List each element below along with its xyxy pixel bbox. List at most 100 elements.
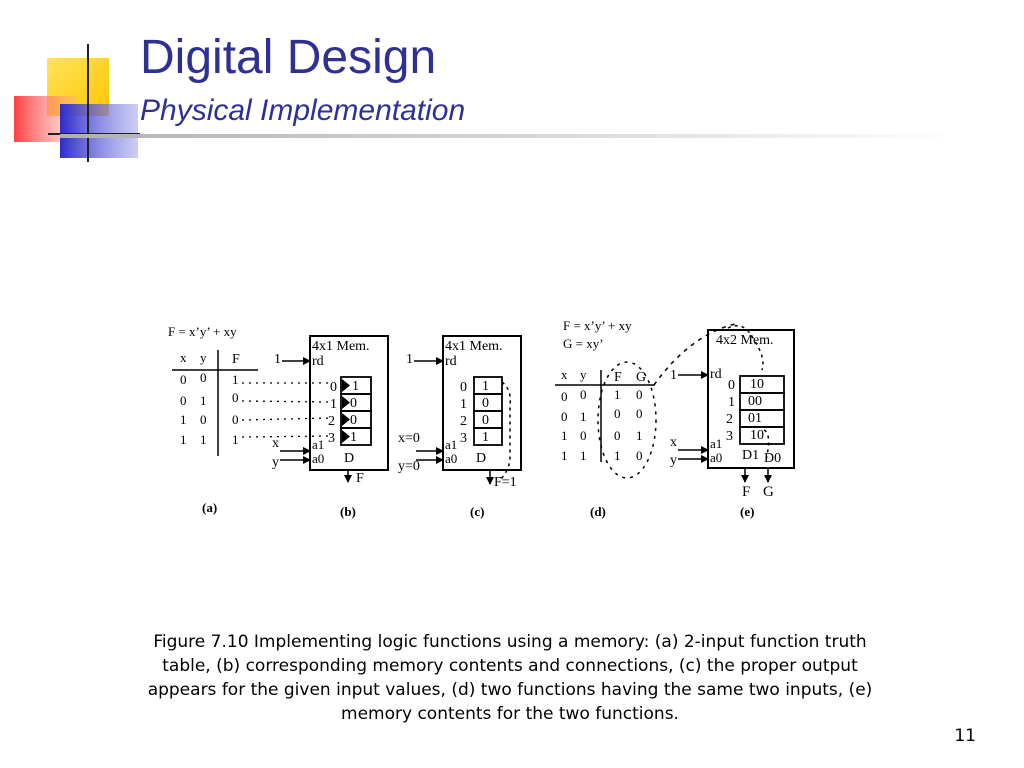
b-pointer-0 (342, 379, 350, 392)
d-row2-f: 0 (614, 428, 621, 443)
input-y-b: y (272, 455, 279, 470)
data-label-c: D (476, 451, 486, 466)
memory-box-c (442, 335, 522, 471)
panel-a-label: (a) (202, 500, 217, 515)
d-to-e-arc (653, 323, 736, 386)
a-row2-y: 0 (200, 412, 207, 427)
e-content-2: 01 (748, 411, 762, 426)
a-row3-y: 1 (200, 432, 207, 447)
rd-label-b: rd (312, 354, 324, 369)
c-content-3: 1 (482, 430, 489, 445)
d-row3-f: 1 (614, 448, 621, 463)
rd-value-e: 1 (670, 368, 677, 383)
b-addr-0: 0 (330, 380, 337, 395)
c-addr-1: 1 (460, 397, 467, 412)
panel-c-label: (c) (470, 504, 484, 519)
slide-subtitle: Physical Implementation (140, 94, 466, 127)
input-x-e: x (670, 435, 677, 450)
d-row2-x: 1 (561, 428, 568, 443)
mapping-dots (241, 382, 332, 438)
input-x-b: x (272, 436, 279, 451)
c-addr-3: 3 (460, 431, 467, 446)
col-header-x-d: x (561, 367, 568, 382)
a1-label-e: a1 (710, 436, 722, 451)
e-cell-1 (739, 392, 785, 411)
c-addr-0: 0 (460, 380, 467, 395)
memory-box-e (707, 329, 795, 469)
memory-title-c: 4x1 Mem. (445, 339, 503, 354)
memory-title-b: 4x1 Mem. (312, 339, 370, 354)
panel-b: 4x1 Mem. 1 rd 0 1 2 3 1 0 0 1 x y a1 a0 … (272, 335, 389, 519)
memory-implementation-figure: F = x’y’ + xy x y F 0 0 1 0 1 0 1 0 0 1 … (168, 318, 795, 519)
a-row1-x: 0 (180, 393, 187, 408)
d-row3-g: 0 (636, 448, 643, 463)
output-g-label: G (763, 484, 774, 500)
a-row3-f: 1 (232, 432, 239, 447)
col-header-f: F (232, 352, 240, 367)
col-header-y-d: y (580, 367, 587, 382)
figure-caption: Figure 7.10 Implementing logic functions… (147, 632, 873, 724)
col-header-x: x (180, 350, 187, 365)
slide-title: Digital Design (140, 31, 437, 84)
equation-a: F = x’y’ + xy (168, 324, 237, 339)
memory-title-e: 4x2 Mem. (716, 333, 774, 348)
d-row0-f: 1 (614, 387, 621, 402)
d-row1-x: 0 (561, 409, 568, 424)
e-cell-3 (739, 426, 785, 445)
b-pointer-1 (342, 396, 350, 409)
data-label-b: D (344, 451, 354, 466)
b-content-2: 0 (350, 413, 357, 428)
e-addr-3: 3 (726, 429, 733, 444)
d-row3-y: 1 (580, 448, 587, 463)
e-content-0: 10 (750, 377, 764, 392)
a-row1-f: 0 (232, 390, 239, 405)
blue-square (60, 104, 138, 158)
rd-label-c: rd (445, 354, 457, 369)
equation-f-d: F = x’y’ + xy (563, 318, 632, 333)
b-content-0: 1 (352, 379, 359, 394)
d-row1-y: 1 (580, 409, 587, 424)
equation-g-d: G = xy’ (563, 336, 604, 351)
e-mem-loop (727, 325, 764, 371)
b-content-1: 0 (350, 396, 357, 411)
e-content-1: 00 (748, 394, 762, 409)
col-header-g-d: G (636, 370, 646, 385)
b-content-3: 1 (350, 430, 357, 445)
b-addr-3: 3 (328, 431, 335, 446)
col-header-y: y (200, 350, 207, 365)
input-y-e: y (670, 453, 677, 468)
a1-label-b: a1 (312, 437, 324, 452)
b-addr-2: 2 (328, 414, 335, 429)
corner-decoration (14, 44, 140, 162)
b-pointer-2 (342, 413, 350, 426)
panel-a: F = x’y’ + xy x y F 0 0 1 0 1 0 1 0 0 1 … (168, 324, 258, 515)
c-addr-2: 2 (460, 414, 467, 429)
a-row0-x: 0 (180, 372, 187, 387)
col-header-f-d: F (614, 370, 622, 385)
panel-d: F = x’y’ + xy G = xy’ x y F G 0 0 1 0 0 … (555, 318, 657, 519)
a-row3-x: 1 (180, 432, 187, 447)
d-row0-x: 0 (561, 389, 568, 404)
a0-label-b: a0 (312, 451, 324, 466)
c-content-1: 0 (482, 396, 489, 411)
b-pointer-3 (342, 430, 350, 443)
e-addr-0: 0 (728, 378, 735, 393)
d-row1-g: 0 (636, 406, 643, 421)
output-label-c: F=1 (494, 475, 517, 490)
e-cell-2 (739, 409, 785, 428)
memory-box-b (309, 335, 389, 471)
panel-c: 4x1 Mem. 1 rd 0 1 2 3 1 0 0 1 x=0 y=0 a1… (398, 335, 522, 519)
e-addr-2: 2 (726, 412, 733, 427)
d-row2-y: 0 (580, 428, 587, 443)
panel-e: 4x2 Mem. 1 rd 0 1 2 3 10 00 01 10 x y a1… (670, 325, 795, 519)
input-y-c: y=0 (398, 459, 420, 474)
output-label-b: F (356, 471, 364, 486)
a-row2-f: 0 (232, 412, 239, 427)
input-x-c: x=0 (398, 431, 420, 446)
a-row2-x: 1 (180, 412, 187, 427)
panel-e-label: (e) (740, 504, 754, 519)
data0-label-e: D0 (764, 451, 781, 466)
d-row2-g: 1 (636, 428, 643, 443)
d-row0-y: 0 (580, 387, 587, 402)
title-underline (60, 134, 960, 138)
